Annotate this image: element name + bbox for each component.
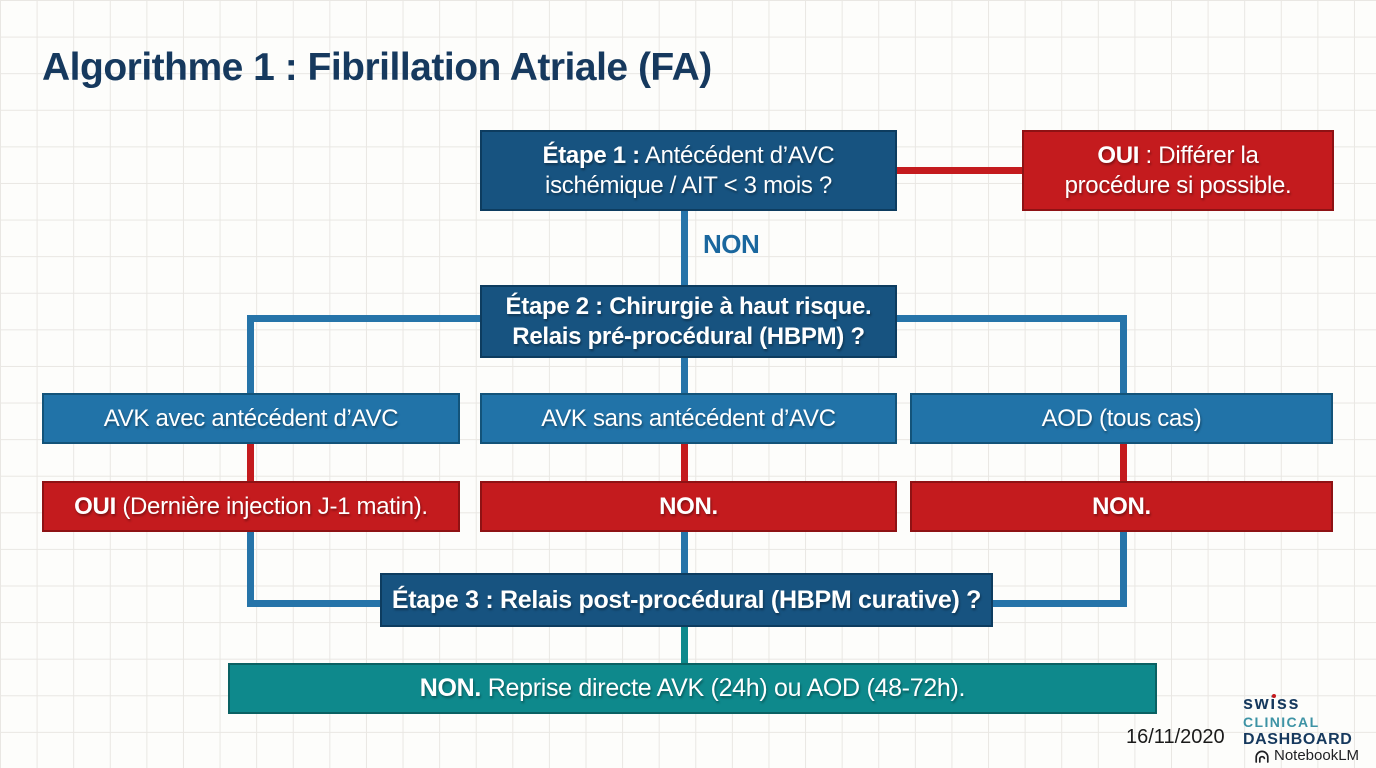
connector-outcome-left-to-step3 — [247, 600, 380, 607]
connector-step2-right-horizontal — [897, 315, 1127, 322]
connector-outcome-left-down — [247, 532, 254, 607]
connector-branch-left-to-outcome — [247, 444, 254, 481]
connector-step3-to-final — [681, 627, 688, 663]
connector-step2-to-middle-branch — [681, 358, 688, 393]
connector-outcome-middle-to-step3 — [681, 532, 688, 573]
date-label: 16/11/2020 — [1126, 726, 1225, 748]
connector-step1-to-oui — [897, 167, 1022, 174]
outcome-left-text: OUI (Dernière injection J-1 matin). — [74, 492, 428, 520]
branch-avk-sans-avc-text: AVK sans antécédent d’AVC — [541, 404, 836, 432]
connector-step2-left-horizontal — [247, 315, 480, 322]
outcome-right-box: NON. — [910, 481, 1333, 532]
page-title: Algorithme 1 : Fibrillation Atriale (FA) — [42, 46, 712, 89]
outcome-middle-text: NON. — [659, 492, 718, 520]
branch-avk-avec-avc-box: AVK avec antécédent d’AVC — [42, 393, 460, 444]
branch-aod-box: AOD (tous cas) — [910, 393, 1333, 444]
step3-text: Étape 3 : Relais post-procédural (HBPM c… — [391, 585, 982, 614]
connector-step2-left-vertical — [247, 315, 254, 393]
final-box: NON. Reprise directe AVK (24h) ou AOD (4… — [228, 663, 1157, 714]
swiss-clinical-dashboard-logo: swiss CLINICAL DASHBOARD — [1243, 694, 1373, 748]
notebooklm-icon — [1255, 750, 1269, 763]
branch-avk-sans-avc-box: AVK sans antécédent d’AVC — [480, 393, 897, 444]
connector-step2-right-vertical — [1120, 315, 1127, 393]
connector-outcome-right-down — [1120, 532, 1127, 607]
logo-line-swiss: swiss — [1243, 693, 1301, 713]
logo-line-dashboard: DASHBOARD — [1243, 730, 1353, 748]
connector-branch-middle-to-outcome — [681, 444, 688, 481]
connector-branch-right-to-outcome — [1120, 444, 1127, 481]
step3-box: Étape 3 : Relais post-procédural (HBPM c… — [380, 573, 993, 627]
step2-text: Étape 2 : Chirurgie à haut risque.Relais… — [505, 293, 872, 350]
outcome-left-box: OUI (Dernière injection J-1 matin). — [42, 481, 460, 532]
final-text: NON. Reprise directe AVK (24h) ou AOD (4… — [419, 674, 966, 703]
step1-non-label: NON — [703, 229, 760, 259]
branch-aod-text: AOD (tous cas) — [1041, 404, 1202, 432]
outcome-right-text: NON. — [1092, 492, 1151, 520]
branch-avk-avec-avc-text: AVK avec antécédent d’AVC — [103, 404, 399, 432]
swiss-i-red-dot: i — [1270, 693, 1277, 713]
connector-step1-to-step2 — [681, 211, 688, 285]
notebooklm-watermark: NotebookLM — [1254, 747, 1359, 764]
logo-line-clinical: CLINICAL — [1243, 714, 1320, 731]
step2-box: Étape 2 : Chirurgie à haut risque.Relais… — [480, 285, 897, 358]
connector-outcome-right-to-step3 — [993, 600, 1127, 607]
notebooklm-label: NotebookLM — [1274, 747, 1360, 764]
outcome-middle-box: NON. — [480, 481, 897, 532]
